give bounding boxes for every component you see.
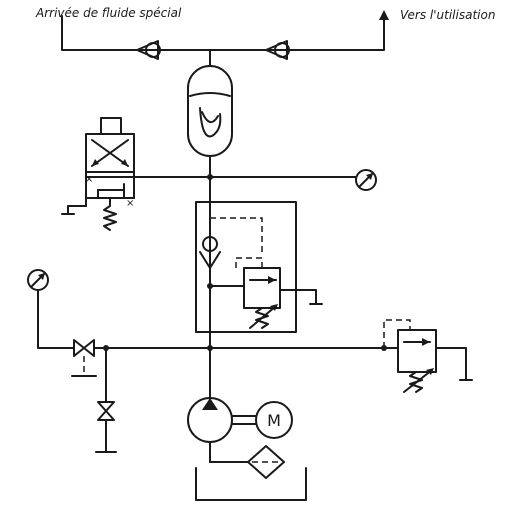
- check-valve-right: [265, 40, 290, 60]
- isolation-valve-horizontal: [71, 339, 97, 377]
- pressure-reducing-valve: [381, 319, 473, 393]
- inlet-label: Arrivée de fluide spécial: [35, 6, 182, 20]
- filter: [209, 441, 285, 479]
- pump: [187, 397, 257, 443]
- motor: M: [255, 401, 293, 439]
- svg-text:×: ×: [85, 174, 93, 185]
- junction-dot: [207, 174, 213, 180]
- svg-text:×: ×: [126, 198, 134, 209]
- supply-line: [61, 10, 389, 51]
- left-gauge-branch: [27, 269, 75, 349]
- pressure-gauge-icon: [355, 169, 377, 191]
- outlet-label: Vers l'utilisation: [400, 8, 495, 22]
- reservoir: [195, 467, 307, 501]
- solenoid-valve: × ×: [61, 117, 135, 231]
- drain-valve: [95, 347, 117, 453]
- junction-dot: [207, 345, 213, 351]
- relief-valve-assembly: [195, 201, 323, 333]
- check-valve-left: [136, 40, 161, 60]
- accumulator: [187, 49, 233, 157]
- motor-label: M: [267, 411, 281, 430]
